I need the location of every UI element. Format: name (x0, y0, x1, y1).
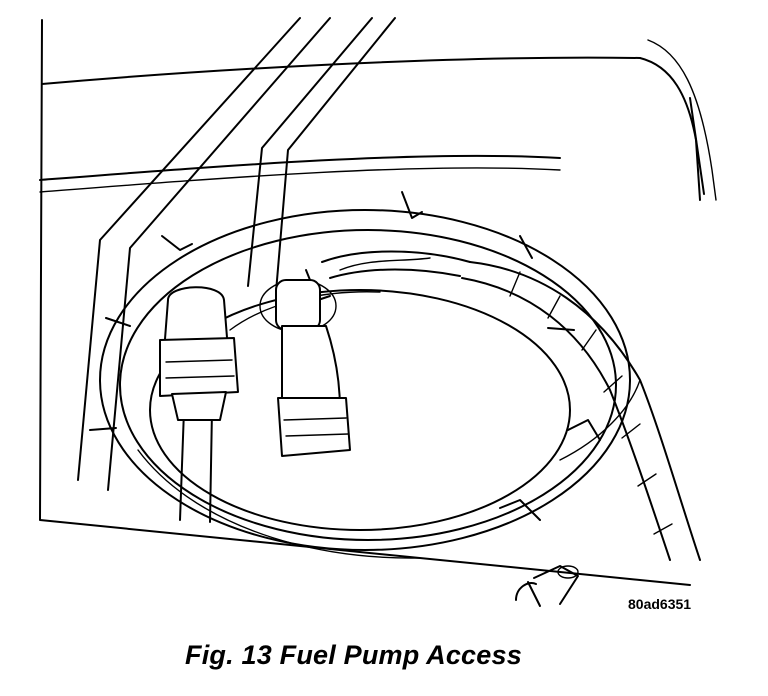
fuel-line-diagonal (77, 17, 331, 491)
vent-pipe (515, 565, 579, 607)
fuel-supply-tube (247, 17, 396, 457)
figure-caption: Fig. 13 Fuel Pump Access (185, 640, 522, 670)
figure-id-code: 80ad6351 (628, 596, 692, 612)
fuel-pump-illustration (39, 17, 717, 607)
fuel-tank-body (39, 19, 717, 586)
wiring-harness-connector (305, 250, 701, 561)
fuel-return-line (159, 286, 239, 523)
pump-lock-ring (89, 191, 641, 559)
